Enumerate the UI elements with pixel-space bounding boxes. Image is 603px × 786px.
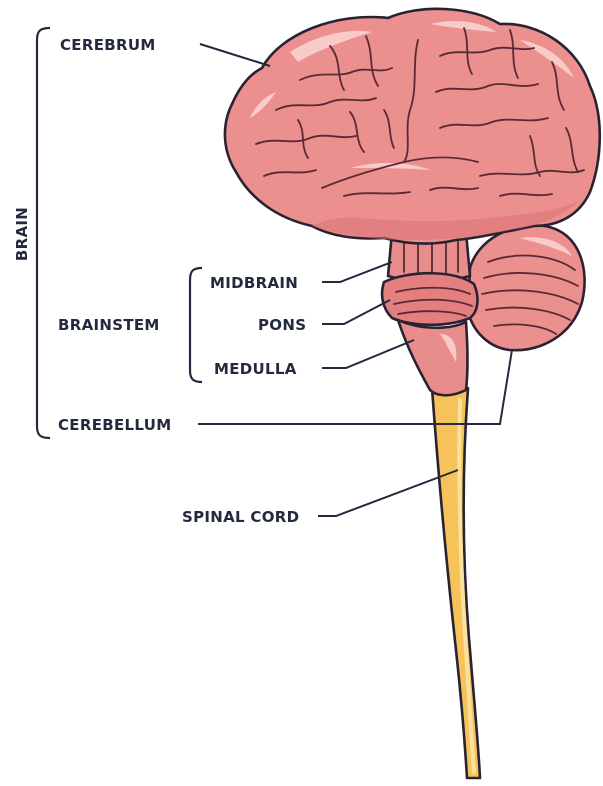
brainstem (382, 228, 477, 396)
spinal-cord (432, 388, 480, 778)
medulla-shape (398, 320, 468, 395)
cerebrum-label: CEREBRUM (60, 36, 156, 54)
brain-bracket (37, 28, 50, 438)
spinal-cord-leader (318, 470, 458, 516)
cerebrum (225, 9, 600, 244)
brain-label: BRAIN (13, 207, 31, 261)
medulla-leader (322, 340, 414, 368)
cerebellum-label: CEREBELLUM (58, 416, 171, 434)
brainstem-bracket (190, 268, 202, 382)
midbrain-label: MIDBRAIN (210, 274, 298, 292)
midbrain-leader (322, 262, 392, 282)
cerebellum (468, 225, 585, 350)
medulla-label: MEDULLA (214, 360, 297, 378)
spinal-cord-label: SPINAL CORD (182, 508, 299, 526)
cerebrum-leader (200, 44, 270, 66)
pons-label: PONS (258, 316, 306, 334)
pons-leader (322, 300, 390, 324)
brainstem-label: BRAINSTEM (58, 316, 160, 334)
